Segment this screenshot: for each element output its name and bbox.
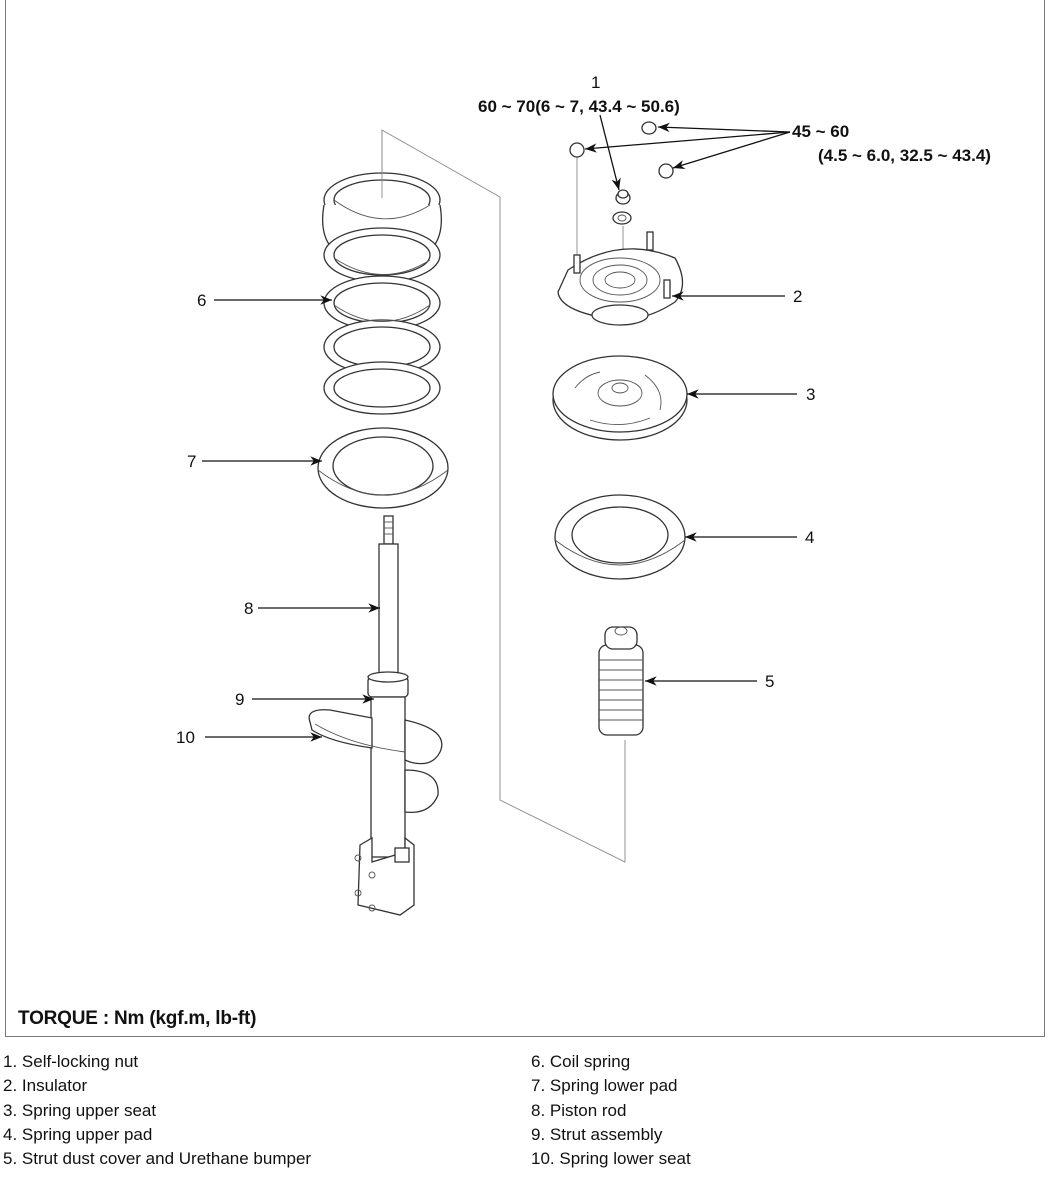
callout-4: 4	[805, 528, 814, 547]
callout-2: 2	[793, 287, 802, 306]
legend-item: 9. Strut assembly	[531, 1124, 663, 1144]
spring-lower-pad	[317, 427, 449, 509]
spring-upper-pad	[554, 494, 686, 580]
piston-rod	[378, 515, 399, 678]
parts-legend-right: 6. Coil spring 7. Spring lower pad 8. Pi…	[531, 1050, 691, 1171]
coil-spring	[321, 130, 443, 415]
callout-8: 8	[244, 599, 253, 618]
leader-lines	[202, 114, 797, 742]
callout-3: 3	[806, 385, 815, 404]
callout-7: 7	[187, 452, 196, 471]
strut-assembly	[354, 671, 439, 916]
diagram-frame	[5, 0, 1045, 1037]
legend-item: 1. Self-locking nut	[3, 1052, 139, 1071]
self-locking-nut	[612, 189, 632, 225]
callout-1-torque: 60 ~ 70(6 ~ 7, 43.4 ~ 50.6)	[478, 97, 680, 116]
nut-torque-line2: (4.5 ~ 6.0, 32.5 ~ 43.4)	[818, 146, 991, 165]
flange-nuts	[569, 121, 674, 179]
legend-item: 3. Spring upper seat	[3, 1100, 157, 1120]
legend-item: 5. Strut dust cover and Urethane bumper	[3, 1149, 312, 1169]
legend-item: 2. Insulator	[3, 1076, 88, 1096]
spring-lower-seat	[308, 709, 443, 765]
legend-item: 8. Piston rod	[531, 1100, 627, 1120]
callout-1-number: 1	[591, 73, 600, 92]
strut-exploded-diagram: 1 60 ~ 70(6 ~ 7, 43.4 ~ 50.6) 45 ~ 60 (4…	[176, 73, 991, 916]
dust-cover-bumper	[598, 626, 644, 736]
legend-item: 10. Spring lower seat	[531, 1149, 691, 1169]
callout-6: 6	[197, 291, 206, 310]
nut-torque-line1: 45 ~ 60	[792, 122, 849, 141]
callout-5: 5	[765, 672, 774, 691]
legend-item: 4. Spring upper pad	[3, 1124, 153, 1144]
spring-upper-seat	[552, 355, 688, 441]
callout-9: 9	[235, 690, 244, 709]
legend-item: 6. Coil spring	[531, 1052, 631, 1071]
parts-legend-left: 1. Self-locking nut 2. Insulator 3. Spri…	[3, 1050, 311, 1171]
callout-10: 10	[176, 728, 195, 747]
torque-unit-note: TORQUE : Nm (kgf.m, lb-ft)	[18, 1008, 257, 1029]
legend-item: 7. Spring lower pad	[531, 1076, 678, 1096]
insulator	[557, 231, 684, 326]
